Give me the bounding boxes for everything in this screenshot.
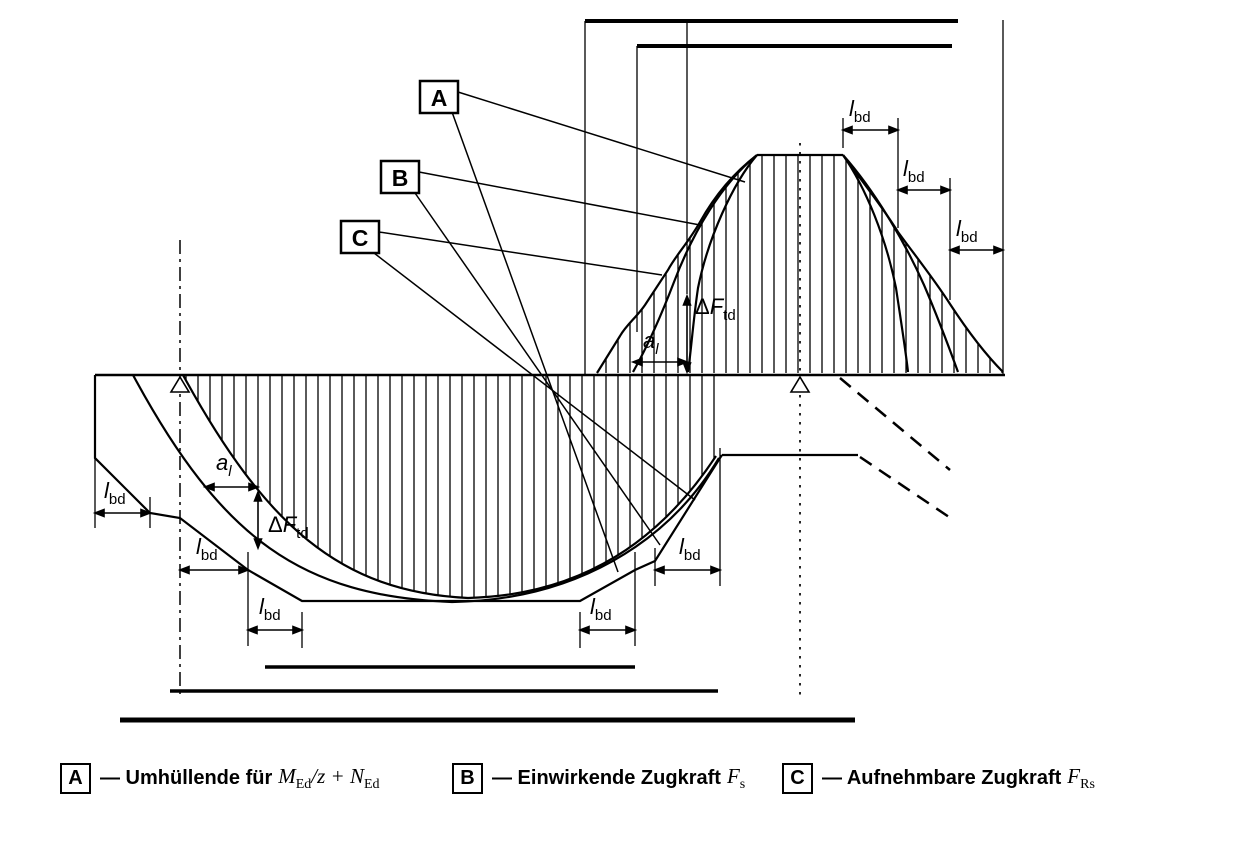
dftd-label-top: ΔFtd [695, 294, 736, 324]
bottom-reinforcement-bars [120, 665, 855, 723]
hatched-area-span [183, 375, 716, 598]
al-label-span: al [216, 450, 232, 480]
formula-part: M [278, 763, 296, 788]
top-reference-lines [584, 20, 1004, 375]
lbd-dimension-top-2 [895, 185, 953, 195]
legend-formula-a: MEd/z + NEd [278, 763, 379, 792]
tensile-force-curve-b-top-right [842, 154, 960, 373]
dftd-dimension-top [682, 293, 692, 375]
al-dimension-span [202, 482, 261, 492]
formula-part: N [349, 763, 364, 788]
lbd-dimension-span-2 [177, 565, 251, 575]
legend-key-b: B [452, 763, 483, 794]
lbd-label-top-2: lbd [903, 156, 925, 186]
al-dimension-top [630, 357, 690, 367]
legend-text-b: — Einwirkende Zugkraft [492, 767, 721, 789]
formula-part: s [739, 777, 746, 793]
diagram-canvas: lbd lbd lbd lbd lbd lbd lbd lbd al al ΔF… [92, 19, 1006, 723]
left-support-triangle [169, 375, 191, 393]
callout-b: B [379, 159, 421, 195]
callout-c-letter: C [352, 225, 369, 251]
formula-part: Rs [1080, 777, 1095, 793]
lbd-dimension-span-3 [245, 625, 305, 635]
resistance-line-c-top-left [596, 154, 758, 374]
formula-part: /z + [311, 763, 350, 788]
lbd-label-span-5: lbd [679, 534, 701, 564]
callout-leader-lines [373, 91, 746, 573]
top-reinforcement-bars [585, 19, 958, 48]
dashed-continuation-lines [839, 377, 953, 521]
lbd-dimension-top-1 [840, 125, 901, 135]
right-support-triangle [789, 375, 811, 393]
dftd-label-span: ΔFtd [268, 512, 309, 542]
legend-formula-c: FRs [1067, 763, 1095, 792]
legend-key-a: A [60, 763, 91, 794]
formula-part: Ed [295, 777, 312, 793]
lbd-label-top-3: lbd [956, 216, 978, 246]
resistance-line-c-top-right [842, 154, 1004, 373]
legend-formula-b: Fs [726, 763, 745, 792]
lbd-label-span-4: lbd [590, 594, 612, 624]
al-label-top: al [643, 328, 659, 358]
lbd-dimension-span-4 [577, 625, 638, 635]
tensile-force-curve-b-span [132, 374, 720, 604]
callout-c: C [339, 219, 381, 255]
lbd-label-top-1: lbd [849, 96, 871, 126]
tensile-force-curve-b-top-left [632, 154, 758, 373]
formula-part: Ed [364, 777, 380, 793]
lbd-label-span-3: lbd [259, 594, 281, 624]
lbd-label-span-2: lbd [196, 534, 218, 564]
lbd-dimension-top-3 [947, 245, 1006, 255]
envelope-curve-a-top-left [686, 154, 758, 373]
callout-b-letter: B [392, 165, 409, 191]
lbd-label-span-1: lbd [104, 478, 126, 508]
lbd-dimension-span-1 [92, 508, 153, 518]
lbd-dimension-span-5 [652, 565, 723, 575]
callout-a-letter: A [431, 85, 448, 111]
callout-a: A [418, 79, 460, 115]
legend-text-a: — Umhüllende für [100, 767, 273, 789]
dftd-dimension-span [253, 489, 263, 551]
formula-part: F [1067, 763, 1081, 788]
resistance-line-c-span [93, 375, 723, 603]
legend-key-c: C [782, 763, 813, 794]
formula-part: F [726, 763, 740, 788]
envelope-curve-a-top-right [842, 154, 910, 373]
legend-text-c: — Aufnehmbare Zugkraft [822, 767, 1062, 789]
